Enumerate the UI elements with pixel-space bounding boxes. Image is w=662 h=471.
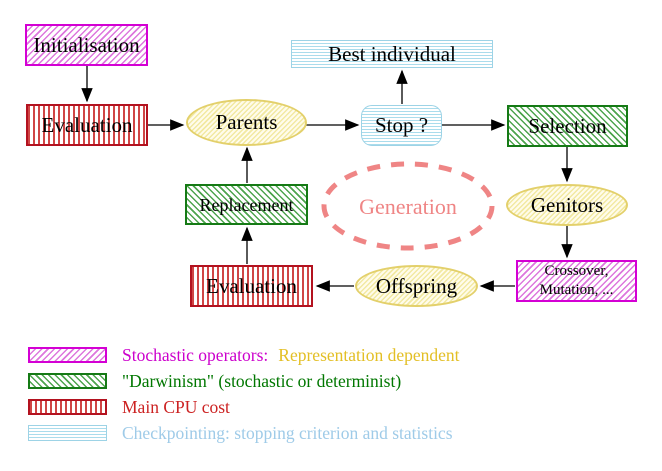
legend-label-stochastic-operators: Stochastic operators: <box>122 345 269 365</box>
legend-row-darwinism: "Darwinism" (stochastic or determinist) <box>0 371 662 391</box>
node-replacement: Replacement <box>185 184 308 225</box>
legend-label-representation-dependent: Representation dependent <box>278 345 460 365</box>
node-selection-label: Selection <box>528 113 607 138</box>
generation-label: Generation <box>359 194 457 219</box>
node-parents: Parents <box>186 99 307 146</box>
node-crossover-mutation: Crossover, Mutation, ... <box>516 260 637 302</box>
legend-label-checkpointing: Checkpointing: stopping criterion and st… <box>122 423 453 443</box>
legend-label-main-cpu-cost: Main CPU cost <box>122 397 230 417</box>
node-crossover-line1: Crossover, <box>544 263 609 280</box>
legend-row-checkpointing: Checkpointing: stopping criterion and st… <box>0 423 662 443</box>
node-selection: Selection <box>507 105 628 147</box>
legend-swatch-red-stripes <box>28 399 107 415</box>
node-stop-label: Stop ? <box>374 113 429 137</box>
legend-swatch-cyan-stripes <box>28 425 107 441</box>
node-evaluation-bottom: Evaluation <box>190 265 313 307</box>
legend-label-darwinism: "Darwinism" (stochastic or determinist) <box>122 371 402 391</box>
node-replacement-label: Replacement <box>199 194 294 215</box>
legend-row-cpu-cost: Main CPU cost <box>0 397 662 417</box>
node-initialisation: Initialisation <box>25 24 148 66</box>
legend-row-stochastic: Stochastic operators: Representation depe… <box>0 345 662 365</box>
node-stop: Stop ? <box>361 105 442 146</box>
node-genitors: Genitors <box>506 184 628 226</box>
node-best-individual-label: Best individual <box>328 41 456 66</box>
node-parents-label: Parents <box>215 110 278 134</box>
node-genitors-label: Genitors <box>530 192 604 217</box>
node-evaluation-top-label: Evaluation <box>41 112 133 137</box>
legend-swatch-green-hatch <box>28 373 107 389</box>
legend-swatch-magenta-hatch <box>28 347 107 363</box>
node-evaluation-top: Evaluation <box>26 104 148 146</box>
node-evaluation-bottom-label: Evaluation <box>206 273 297 298</box>
node-best-individual: Best individual <box>291 40 493 68</box>
node-initialisation-label: Initialisation <box>33 32 140 57</box>
node-offspring-label: Offspring <box>375 273 458 298</box>
node-offspring: Offspring <box>355 265 478 307</box>
node-crossover-line2: Mutation, ... <box>539 282 614 298</box>
